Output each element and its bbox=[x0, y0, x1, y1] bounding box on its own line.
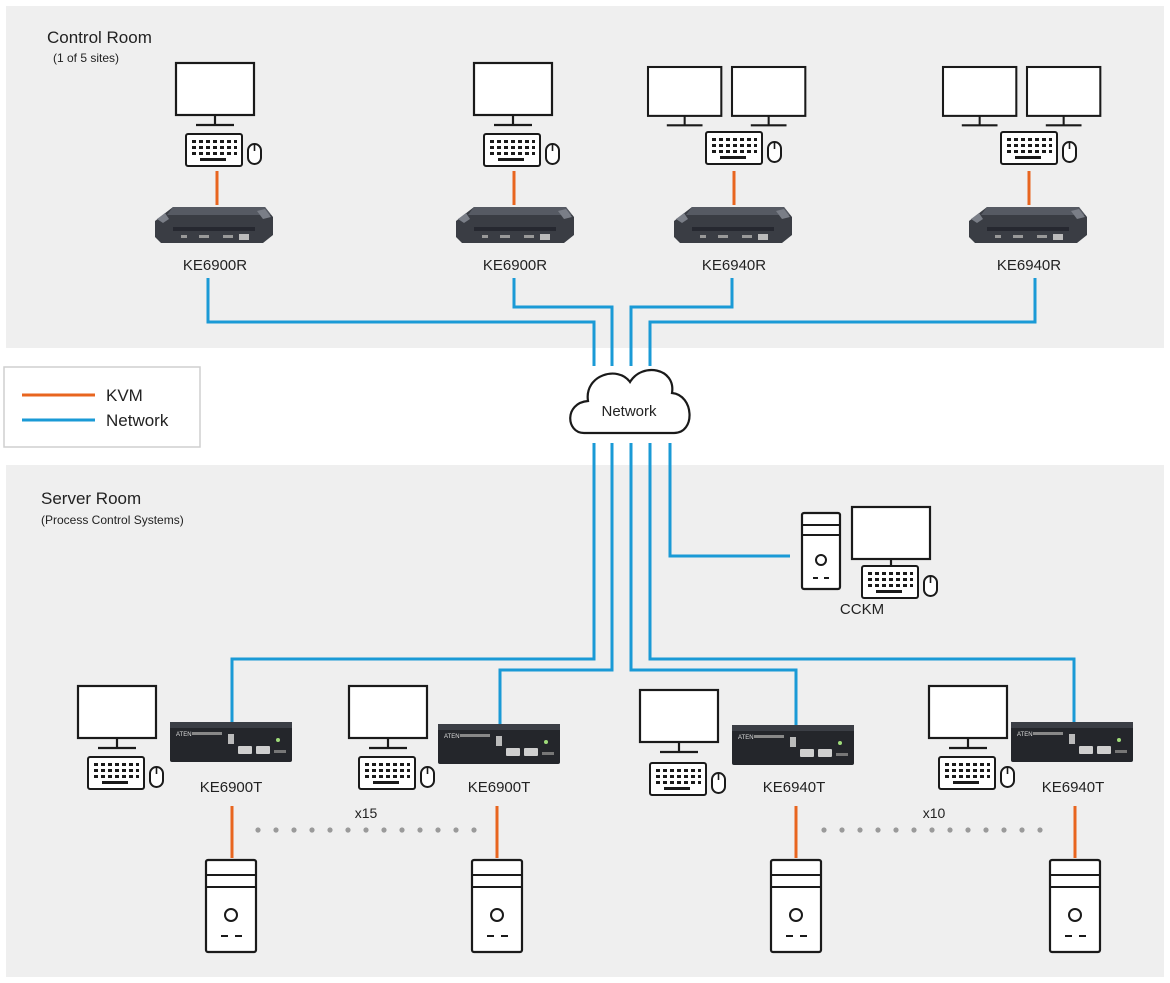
monitor-icon bbox=[174, 61, 256, 127]
transmitter-device-icon bbox=[732, 725, 854, 765]
receiver-device-icon bbox=[969, 207, 1087, 243]
monitor-icon bbox=[927, 684, 1009, 750]
monitor-icon bbox=[472, 61, 554, 127]
control-room-panel bbox=[6, 6, 1164, 348]
receiver-label-3: KE6940R bbox=[702, 257, 766, 274]
network-cloud: Network bbox=[569, 368, 691, 435]
network-link-receiver-3 bbox=[629, 278, 734, 366]
receiver-label-2: KE6900R bbox=[483, 257, 547, 274]
network-link-transmitter-2 bbox=[498, 443, 614, 724]
network-link-cckm bbox=[668, 443, 790, 558]
monitor-icon bbox=[730, 65, 807, 127]
control-room-title: Control Room bbox=[47, 28, 152, 47]
transmitter-device-icon bbox=[170, 722, 292, 762]
legend-kvm-label: KVM bbox=[106, 386, 143, 405]
transmitter-label-4: KE6940T bbox=[1042, 779, 1105, 796]
cloud-label: Network bbox=[601, 403, 657, 420]
multiplier-label-2: x10 bbox=[923, 805, 946, 821]
monitor-icon bbox=[1025, 65, 1102, 127]
server-tower-icon bbox=[470, 858, 524, 954]
monitor-icon bbox=[646, 65, 723, 127]
legend-network-label: Network bbox=[106, 411, 169, 430]
monitor-icon bbox=[941, 65, 1018, 127]
network-link-receiver-2 bbox=[512, 278, 614, 366]
cckm-tower-icon bbox=[800, 511, 842, 591]
transmitter-label-3: KE6940T bbox=[763, 779, 826, 796]
receiver-label-1: KE6900R bbox=[183, 257, 247, 274]
network-link-receiver-4 bbox=[648, 278, 1037, 366]
monitor-icon bbox=[76, 684, 158, 750]
server-tower-icon bbox=[1048, 858, 1102, 954]
transmitter-label-2: KE6900T bbox=[468, 779, 531, 796]
network-link-transmitter-1 bbox=[230, 443, 596, 722]
receiver-label-4: KE6940R bbox=[997, 257, 1061, 274]
receiver-device-icon bbox=[155, 207, 273, 243]
server-room-subtitle: (Process Control Systems) bbox=[41, 513, 184, 527]
cloud-icon bbox=[569, 368, 691, 435]
multiplier-dots-1 bbox=[255, 827, 477, 833]
monitor-icon bbox=[347, 684, 429, 750]
network-link-transmitter-3 bbox=[629, 443, 798, 725]
monitor-icon bbox=[638, 688, 720, 754]
monitor-icon bbox=[850, 505, 932, 571]
network-link-transmitter-4 bbox=[648, 443, 1076, 722]
kvm-links bbox=[215, 171, 1077, 858]
receiver-device-icon bbox=[674, 207, 792, 243]
legend: KVM Network bbox=[3, 366, 201, 448]
receiver-device-icon bbox=[456, 207, 574, 243]
legend-box bbox=[3, 366, 201, 448]
transmitter-label-1: KE6900T bbox=[200, 779, 263, 796]
transmitter-device-icon bbox=[438, 724, 560, 764]
multiplier-dots-2 bbox=[821, 827, 1043, 833]
cckm-station: CCKM bbox=[800, 505, 938, 618]
transmitter-device-icon bbox=[1011, 722, 1133, 762]
cckm-label: CCKM bbox=[840, 601, 884, 618]
network-link-receiver-1 bbox=[206, 278, 596, 366]
control-room-subtitle: (1 of 5 sites) bbox=[53, 51, 119, 65]
server-room-title: Server Room bbox=[41, 489, 141, 508]
multiplier-label-1: x15 bbox=[355, 805, 378, 821]
server-tower-icon bbox=[769, 858, 823, 954]
server-tower-icon bbox=[204, 858, 258, 954]
network-links bbox=[206, 278, 1076, 725]
